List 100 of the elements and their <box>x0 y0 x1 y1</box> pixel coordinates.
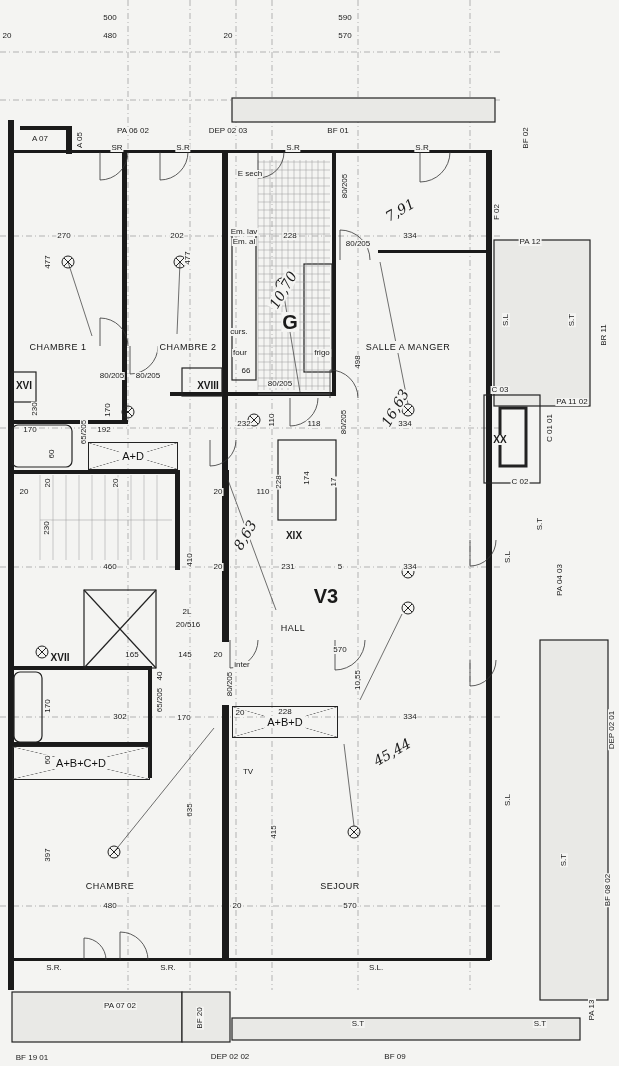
dimension-label: 334 <box>402 713 418 721</box>
plan-code-label: DEP 02 01 <box>608 709 616 751</box>
dimension-label: 170 <box>44 698 52 714</box>
dimension-label: 498 <box>354 354 362 370</box>
dimension-label: 80/205 <box>344 240 372 248</box>
room-label: CHAMBRE 1 <box>27 341 89 353</box>
plan-code-label: SR <box>110 144 124 152</box>
dimension-label: 20 <box>44 477 52 489</box>
dimension-label: 480 <box>102 32 118 40</box>
dimension-label: 20/516 <box>174 621 202 629</box>
plan-code-label: S.L <box>502 313 510 327</box>
plan-code-label: DEP 02 03 <box>207 127 249 135</box>
dimension-label: 270 <box>56 232 72 240</box>
plan-code-label: BF 09 <box>383 1053 407 1061</box>
plan-code-label: BR 11 <box>600 323 608 347</box>
dimension-label: 80/205 <box>98 372 126 380</box>
room-label: HALL <box>278 622 308 634</box>
dimension-label: 570 <box>342 902 358 910</box>
plan-code-label: BF 01 <box>326 127 350 135</box>
plan-code-label: BF 08 02 <box>604 872 612 908</box>
dimension-label: 230 <box>31 401 39 417</box>
dimension-label: 40 <box>156 670 164 682</box>
storage-box <box>12 746 150 780</box>
dimension-label: 5 <box>336 563 344 571</box>
dimension-label: 20 <box>212 488 224 496</box>
plan-code-label: S.R. <box>45 964 63 972</box>
plan-code-label: PA 04 03 <box>556 563 564 597</box>
dimension-label: 145 <box>177 651 193 659</box>
dimension-label: 165 <box>124 651 140 659</box>
dimension-label: 170 <box>176 714 192 722</box>
plan-code-label: BF 19 01 <box>14 1054 50 1062</box>
plan-code-label: S.L <box>504 550 512 564</box>
plan-code-label: S.R. <box>159 964 177 972</box>
dimension-label: 231 <box>280 563 296 571</box>
dimension-label: 80/205 <box>341 172 349 200</box>
plan-letter: V3 <box>312 586 340 606</box>
room-label: CHAMBRE <box>83 880 137 892</box>
storage-box <box>232 706 338 738</box>
dimension-label: 170 <box>22 426 38 434</box>
room-label: SEJOUR <box>318 880 362 892</box>
dimension-label: 174 <box>303 470 311 486</box>
dimension-label: 590 <box>337 14 353 22</box>
dimension-label: 20 <box>212 651 224 659</box>
plan-code-label: S.R <box>175 144 191 152</box>
plan-code-label: A 05 <box>76 131 84 149</box>
dimension-label: 60 <box>44 754 52 766</box>
dimension-label: 60 <box>48 448 56 460</box>
dimension-label: 20 <box>231 902 243 910</box>
plan-code-label: Em. al <box>231 238 257 246</box>
plan-code-label: Em. lav <box>229 228 259 236</box>
dimension-label: 80/205 <box>266 380 294 388</box>
dimension-label: 20 <box>212 563 224 571</box>
dimension-label: 110 <box>268 412 276 428</box>
dimension-label: 20 <box>112 477 120 489</box>
plan-code-label: DEP 02 02 <box>209 1053 251 1061</box>
plan-code-label: C 03 <box>490 386 510 394</box>
dimension-label: 480 <box>102 902 118 910</box>
dimension-label: 334 <box>402 563 418 571</box>
plan-code-label: S.T <box>350 1020 366 1028</box>
plan-code-label: S.R <box>414 144 430 152</box>
room-label: CHAMBRE 2 <box>157 341 219 353</box>
dimension-label: 228 <box>275 474 283 490</box>
room-label: SALLE A MANGER <box>363 341 453 353</box>
dimension-label: 20 <box>234 709 246 717</box>
dimension-label: 66 <box>240 367 252 375</box>
dimension-label: 570 <box>337 32 353 40</box>
dimension-label: 65/205 <box>156 686 164 714</box>
dimension-label: 230 <box>43 520 51 536</box>
dimension-label: 20 <box>18 488 30 496</box>
plan-code-label: F 02 <box>493 203 501 221</box>
dimension-label: 477 <box>184 250 192 266</box>
plan-code-label: E sech <box>236 170 264 178</box>
dimension-label: 192 <box>96 426 112 434</box>
dimension-label: 202 <box>169 232 185 240</box>
duct-number: XVI <box>14 381 34 391</box>
storage-label: A+D <box>120 450 146 462</box>
duct-number: XVIII <box>196 381 220 391</box>
plan-code-label: curs. <box>229 328 249 336</box>
plan-code-label: inter <box>233 661 251 669</box>
dimension-label: 635 <box>186 802 194 818</box>
storage-label: A+B+D <box>265 716 305 728</box>
plan-code-label: BF 02 <box>522 126 530 150</box>
duct-number: XVII <box>49 653 71 663</box>
dimension-label: 415 <box>270 824 278 840</box>
plan-code-label: PA 11 02 <box>555 398 589 406</box>
dimension-label: 20 <box>222 32 234 40</box>
plan-code-label: S.T <box>560 852 568 868</box>
dimension-label: 334 <box>402 232 418 240</box>
plan-code-label: BF 20 <box>196 1006 204 1030</box>
plan-code-label: PA 12 <box>518 238 542 246</box>
storage-box <box>88 442 178 470</box>
plan-code-label: PA 13 <box>588 998 596 1022</box>
dimension-label: 477 <box>44 254 52 270</box>
plan-letter: G <box>281 312 299 332</box>
dimension-label: 460 <box>102 563 118 571</box>
dimension-label: 80/205 <box>134 372 162 380</box>
dimension-label: 397 <box>44 847 52 863</box>
plan-code-label: C 02 <box>510 478 530 486</box>
dimension-label: 20 <box>1 32 13 40</box>
plan-code-label: PA 07 02 <box>103 1002 137 1010</box>
